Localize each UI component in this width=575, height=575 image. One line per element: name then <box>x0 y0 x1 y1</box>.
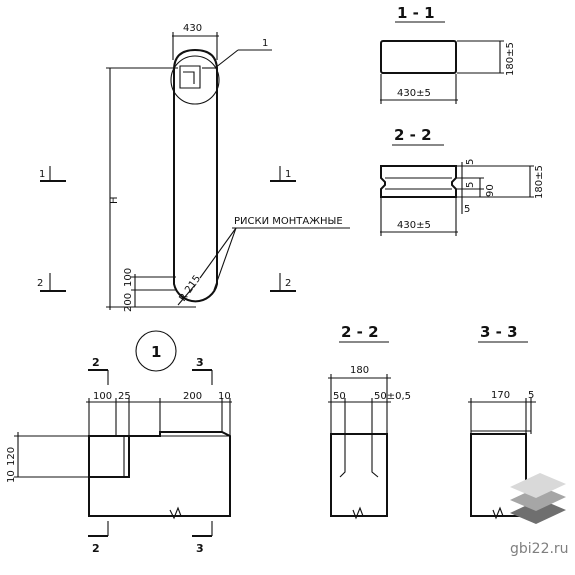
s22b-groove-left <box>339 434 346 478</box>
risks-leader-1 <box>199 227 237 279</box>
s22b-break <box>352 506 364 520</box>
d1-cut2-top: 2 <box>92 356 100 369</box>
logo-mid-slab <box>510 486 566 511</box>
s22b-title: 2 - 2 <box>341 323 379 341</box>
s22b-dim-50-right: 50±0,5 <box>374 391 411 402</box>
section-1-1-outline <box>380 40 457 74</box>
s22b-w-label: 180 <box>350 365 369 376</box>
d1-dim-10-top: 10 <box>218 391 231 402</box>
height-label: H <box>109 196 120 204</box>
width-label: 430 <box>183 23 202 34</box>
s33-break <box>492 506 504 520</box>
radius-leader <box>177 284 196 306</box>
d1-cut2-bottom: 2 <box>92 542 100 555</box>
cut-1-right-label: 1 <box>285 169 291 180</box>
d1-dim-25: 25 <box>118 391 131 402</box>
dim-200-label: 200 <box>123 293 134 312</box>
section-1-1-title: 1 - 1 <box>397 4 435 22</box>
main-view: 1 430 H 200 100 R 215 РИСКИ МОНТАЖНЫЕ 1 … <box>37 23 350 312</box>
top-notch-inner <box>183 71 195 84</box>
s22-height-label: 180±5 <box>534 165 545 199</box>
s22b-body <box>330 433 388 517</box>
section-2-2-bottom: 2 - 2 180 50 50±0,5 <box>328 323 411 520</box>
dim-100-label: 100 <box>123 268 134 287</box>
cut-1-left-label: 1 <box>39 169 45 180</box>
d1-body <box>88 431 231 517</box>
d1-dim-10-side: 10 <box>6 470 17 483</box>
risks-label: РИСКИ МОНТАЖНЫЕ <box>234 216 343 227</box>
s22-dim-5-top: 5 <box>465 159 476 165</box>
s22-dim-5-mid: 5 <box>465 182 476 188</box>
d1-cut3-bottom: 3 <box>196 542 204 555</box>
s33-body <box>470 433 527 517</box>
s11-h-label: 180±5 <box>505 42 516 76</box>
s33-dim-5: 5 <box>528 390 534 401</box>
s22-dim-90: 90 <box>485 184 496 197</box>
detail-leader-label: 1 <box>262 38 268 49</box>
d1-cut3-top: 3 <box>196 356 204 369</box>
section-2-2-top: 2 - 2 5 5 90 180±5 5 430±5 <box>380 126 545 236</box>
watermark-logo <box>510 473 566 524</box>
s33-title: 3 - 3 <box>480 323 518 341</box>
s22b-groove-right <box>371 434 379 478</box>
detail-1-marker: 1 <box>151 343 161 361</box>
detail-1-marker-circle <box>135 330 177 372</box>
d1-dim-200: 200 <box>183 391 202 402</box>
d1-dim-100: 100 <box>93 391 112 402</box>
d1-dim-120: 120 <box>6 447 17 466</box>
s33-w-label: 170 <box>491 390 510 401</box>
s22-w-label: 430±5 <box>397 220 431 231</box>
s11-w-label: 430±5 <box>397 88 431 99</box>
logo-bottom-slab <box>510 499 566 524</box>
cut-2-right-label: 2 <box>285 278 291 289</box>
watermark-site: gbi22.ru <box>510 541 569 557</box>
top-notch <box>179 65 201 89</box>
s22b-dim-50-left: 50 <box>333 391 346 402</box>
risks-leader-2 <box>213 227 237 291</box>
d1-notch <box>88 435 130 478</box>
radius-label: R 215 <box>177 273 203 303</box>
section-2-2-top-title: 2 - 2 <box>394 126 432 144</box>
cut-2-left-label: 2 <box>37 278 43 289</box>
detail-1: 1 2 3 100 25 200 10 10 120 <box>6 330 232 555</box>
detail-leader <box>214 49 239 69</box>
section-2-2-top-outline <box>380 165 457 198</box>
logo-top-slab <box>510 473 566 498</box>
detail-circle <box>170 55 220 105</box>
s22-dim-5-bottom: 5 <box>464 204 470 215</box>
section-1-1: 1 - 1 180±5 430±5 <box>380 4 516 104</box>
d1-break <box>169 506 182 520</box>
